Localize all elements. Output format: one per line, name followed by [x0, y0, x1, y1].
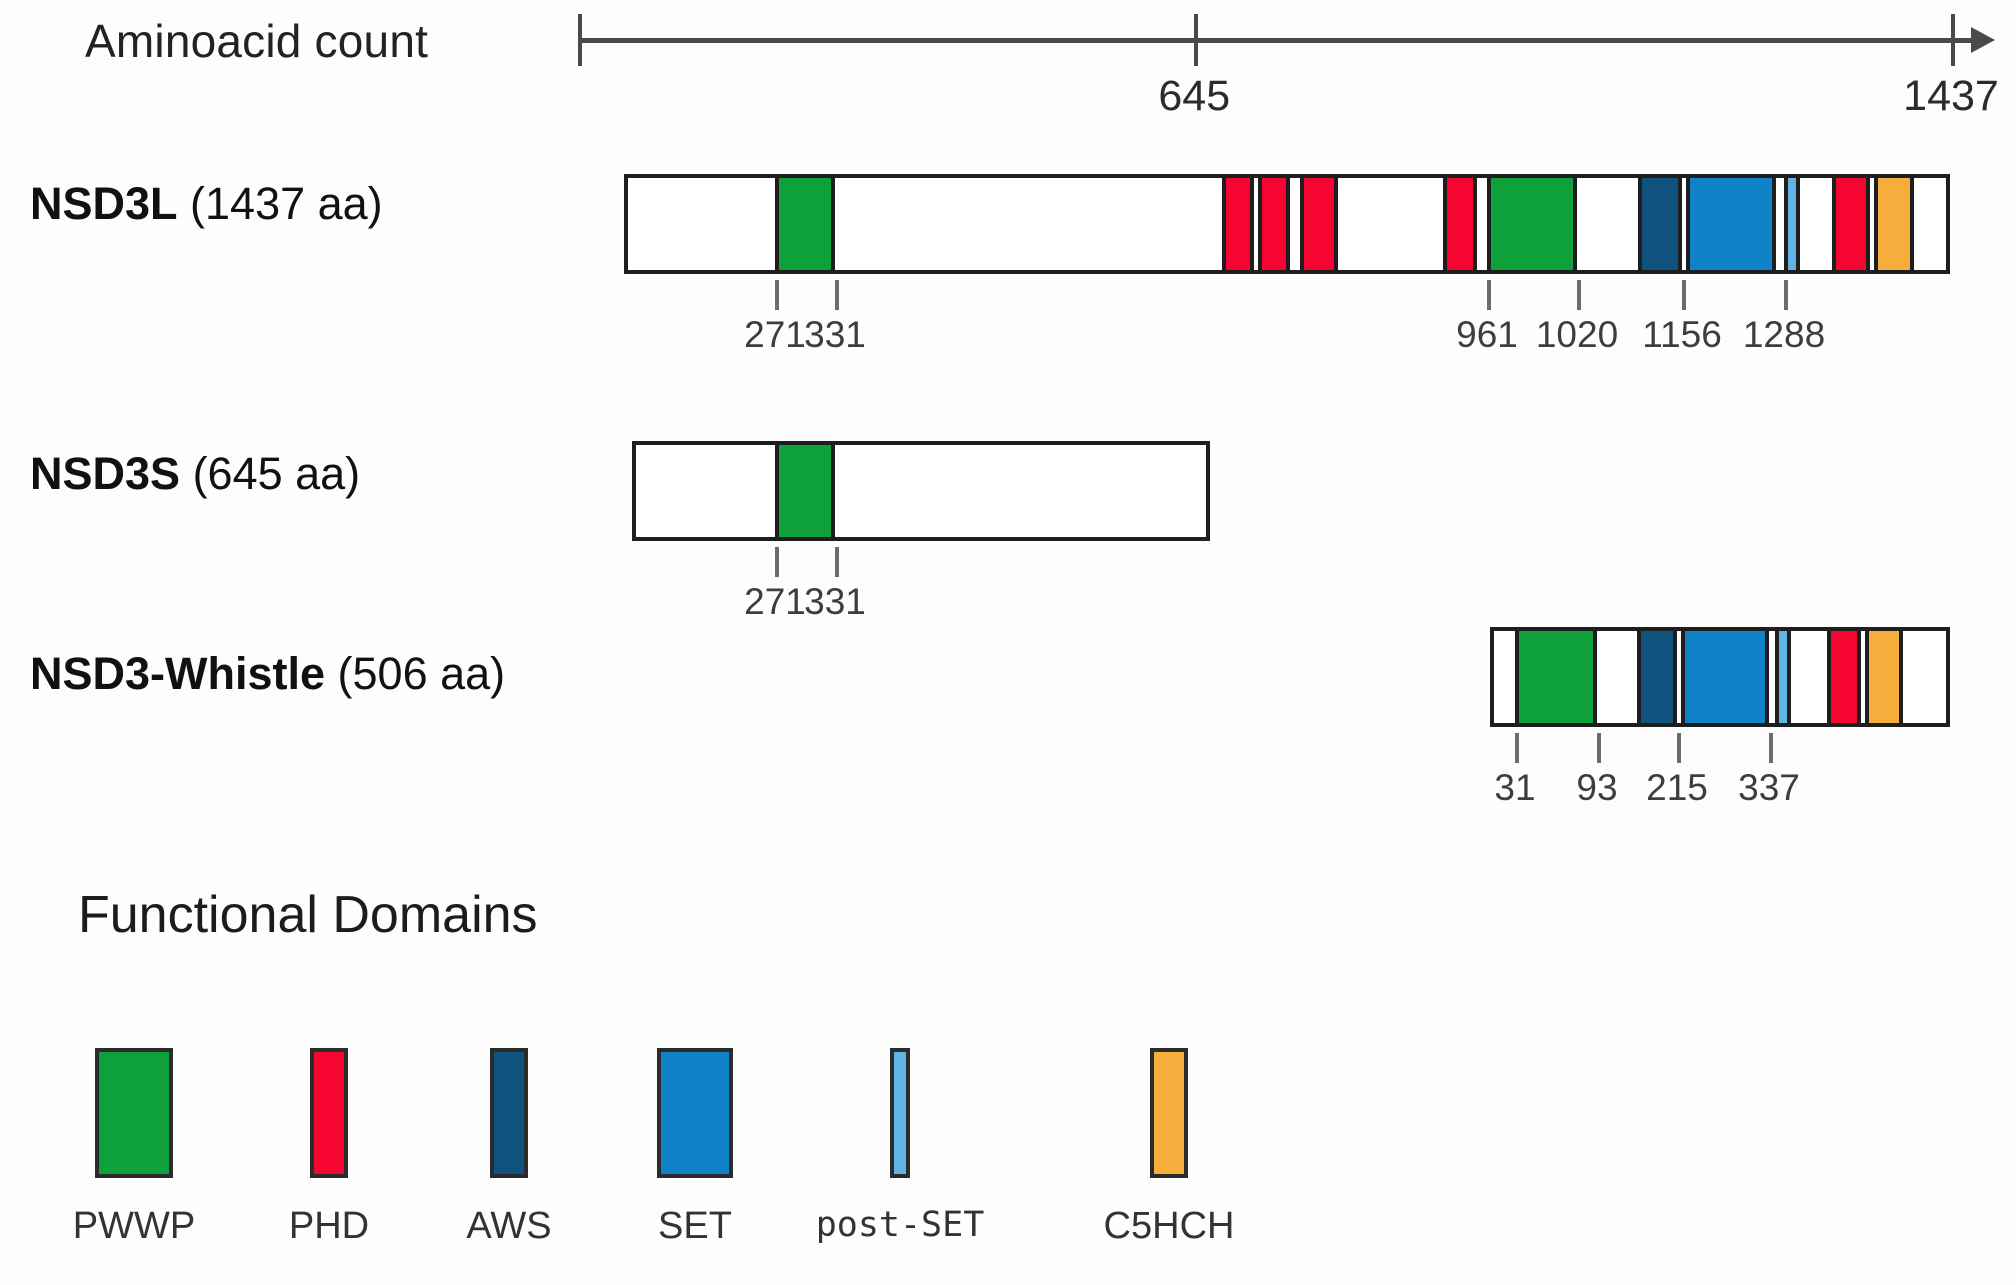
residue-label-nsd3l-271: 271 [744, 314, 806, 355]
residue-label-nsd3l-1288: 1288 [1742, 314, 1826, 355]
axis-tick-label-1437: 1437 [1903, 72, 1999, 120]
residue-tick-nsd3l-271 [775, 280, 779, 310]
legend-swatch-set [657, 1048, 733, 1178]
domain-phd [1832, 178, 1870, 270]
axis-line [578, 38, 1973, 43]
domain-pwwp [1515, 631, 1597, 723]
residue-label-nsd3l-331: 331 [804, 314, 866, 355]
legend-label-c5hch: C5HCH [1103, 1205, 1235, 1247]
residue-label-nsd3l-961: 961 [1456, 314, 1518, 355]
residue-tick-nsd3l-1156 [1682, 280, 1686, 310]
axis-tick-origin [578, 14, 582, 66]
residue-label-nsd3-whistle-215: 215 [1646, 767, 1708, 808]
legend-label-phd: PHD [288, 1205, 370, 1247]
legend-label-pwwp: PWWP [72, 1205, 196, 1247]
domain-post-set [1784, 178, 1800, 270]
domain-aws [1638, 178, 1682, 270]
domain-c5hch [1865, 631, 1903, 723]
residue-tick-nsd3l-1020 [1577, 280, 1581, 310]
residue-tick-nsd3-whistle-93 [1597, 733, 1601, 763]
residue-tick-nsd3l-331 [835, 280, 839, 310]
protein-name-text-nsd3s: NSD3S [30, 448, 181, 499]
protein-name-nsd3s: NSD3S (645 aa) [30, 448, 360, 500]
protein-length-nsd3l: (1437 aa) [177, 178, 383, 229]
protein-name-nsd3l: NSD3L (1437 aa) [30, 178, 383, 230]
residue-label-nsd3-whistle-337: 337 [1738, 767, 1800, 808]
domain-aws [1637, 631, 1677, 723]
legend-label-aws: AWS [466, 1205, 552, 1247]
residue-tick-nsd3-whistle-31 [1515, 733, 1519, 763]
domain-set [1686, 178, 1776, 270]
residue-label-nsd3-whistle-93: 93 [1576, 767, 1618, 808]
residue-tick-nsd3l-961 [1487, 280, 1491, 310]
legend-title: Functional Domains [78, 886, 538, 944]
residue-tick-nsd3-whistle-215 [1677, 733, 1681, 763]
domain-phd [1443, 178, 1477, 270]
domain-c5hch [1874, 178, 1914, 270]
residue-label-nsd3s-331: 331 [804, 581, 866, 622]
domain-pwwp [1487, 178, 1577, 270]
protein-bar-nsd3s [632, 441, 1210, 541]
residue-label-nsd3l-1156: 1156 [1642, 314, 1722, 355]
axis-label: Aminoacid count [85, 15, 429, 67]
axis-arrowhead [1971, 27, 1995, 53]
legend-swatch-c5hch [1150, 1048, 1188, 1178]
axis-tick-label-645: 645 [1158, 72, 1231, 120]
protein-name-text-nsd3-whistle: NSD3-Whistle [30, 648, 326, 699]
residue-label-nsd3l-1020: 1020 [1535, 314, 1619, 355]
residue-tick-nsd3l-1288 [1784, 280, 1788, 310]
axis-tick-1437 [1951, 14, 1955, 66]
protein-length-nsd3-whistle: (506 aa) [325, 648, 506, 699]
protein-length-nsd3s: (645 aa) [180, 448, 361, 499]
domain-pwwp [775, 178, 835, 270]
axis-tick-645 [1194, 14, 1199, 66]
legend-swatch-phd [310, 1048, 348, 1178]
domain-post-set [1775, 631, 1791, 723]
protein-name-text-nsd3l: NSD3L [30, 178, 178, 229]
domain-phd [1222, 178, 1254, 270]
domain-phd [1258, 178, 1290, 270]
residue-tick-nsd3s-271 [775, 547, 779, 577]
residue-label-nsd3-whistle-31: 31 [1494, 767, 1536, 808]
legend-swatch-post-set [890, 1048, 910, 1178]
protein-bar-nsd3-whistle [1490, 627, 1950, 727]
domain-set [1681, 631, 1769, 723]
protein-name-nsd3-whistle: NSD3-Whistle (506 aa) [30, 648, 505, 700]
residue-tick-nsd3-whistle-337 [1769, 733, 1773, 763]
legend-swatch-aws [490, 1048, 528, 1178]
legend-label-set: SET [658, 1205, 732, 1247]
domain-phd [1300, 178, 1338, 270]
residue-tick-nsd3s-331 [835, 547, 839, 577]
residue-label-nsd3s-271: 271 [744, 581, 806, 622]
legend-swatch-pwwp [95, 1048, 173, 1178]
domain-pwwp [775, 445, 835, 537]
domain-phd [1827, 631, 1861, 723]
protein-bar-nsd3l [624, 174, 1950, 274]
legend-label-post-set: post-SET [815, 1205, 985, 1245]
